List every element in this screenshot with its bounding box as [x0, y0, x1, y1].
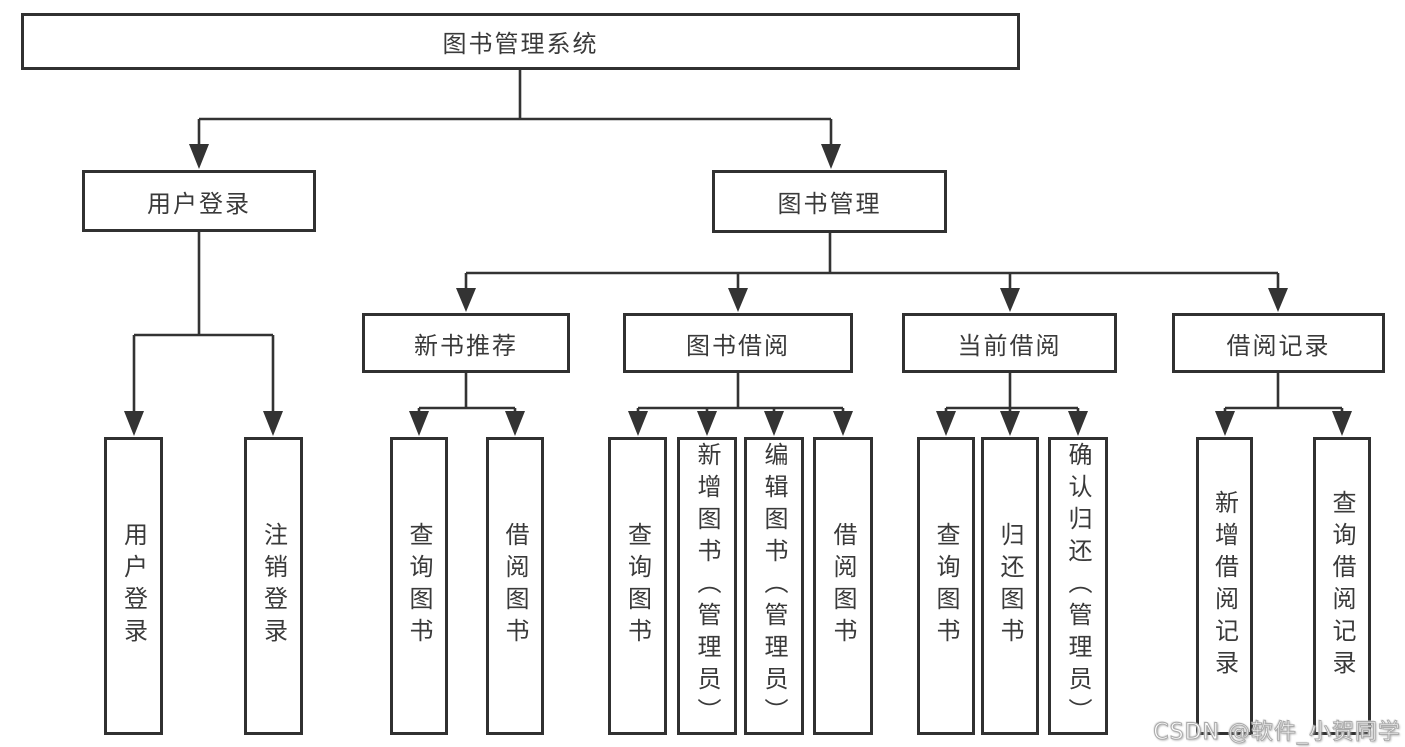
node-label: 查询图书: [932, 522, 960, 650]
node-label: 用户登录: [147, 189, 251, 218]
leaf-logout: 注销登录: [244, 437, 303, 735]
node-label: 注销登录: [259, 522, 288, 650]
node-book-borrowing: 图书借阅: [623, 313, 853, 373]
node-label: 当前借阅: [957, 331, 1062, 360]
leaf-bb-add-books-admin: 新增图书（管理员）: [677, 437, 737, 735]
node-label: 借阅记录: [1226, 331, 1331, 360]
leaf-cb-return-books: 归还图书: [981, 437, 1039, 735]
node-label: 确认归还（管理员）: [1064, 442, 1092, 730]
leaf-user-login: 用户登录: [104, 437, 163, 735]
leaf-cb-confirm-return-admin: 确认归还（管理员）: [1048, 437, 1108, 735]
leaf-bb-edit-books-admin: 编辑图书（管理员）: [744, 437, 804, 735]
node-book-management: 图书管理: [712, 170, 947, 233]
node-label: 图书管理系统: [442, 30, 599, 58]
node-user-login: 用户登录: [82, 170, 316, 232]
node-label: 查询图书: [405, 522, 433, 650]
csdn-watermark: CSDN @软件_小贺同学: [1153, 720, 1401, 746]
node-label: 编辑图书（管理员）: [760, 442, 788, 730]
leaf-br-query-record: 查询借阅记录: [1313, 437, 1371, 735]
node-label: 归还图书: [996, 522, 1024, 650]
node-borrowing-records: 借阅记录: [1172, 313, 1385, 373]
node-label: 查询借阅记录: [1328, 490, 1356, 682]
node-label: 新增图书（管理员）: [693, 442, 721, 730]
leaf-cb-query-books: 查询图书: [917, 437, 975, 735]
leaf-nb-query-books: 查询图书: [390, 437, 448, 735]
node-label: 图书借阅: [686, 331, 790, 360]
node-label: 借阅图书: [501, 522, 529, 650]
node-label: 借阅图书: [829, 522, 857, 650]
node-label: 用户登录: [119, 522, 148, 650]
leaf-br-add-record: 新增借阅记录: [1196, 437, 1253, 735]
node-label: 新书推荐: [414, 331, 518, 360]
leaf-nb-borrow-books: 借阅图书: [486, 437, 544, 735]
leaf-bb-borrow-books: 借阅图书: [813, 437, 873, 735]
leaf-bb-query-books: 查询图书: [608, 437, 667, 735]
node-current-borrowing: 当前借阅: [902, 313, 1117, 373]
node-new-book-recommend: 新书推荐: [362, 313, 570, 373]
node-label: 查询图书: [623, 522, 652, 650]
node-library-management-system: 图书管理系统: [21, 13, 1020, 70]
node-label: 图书管理: [777, 190, 882, 218]
node-label: 新增借阅记录: [1210, 490, 1239, 682]
